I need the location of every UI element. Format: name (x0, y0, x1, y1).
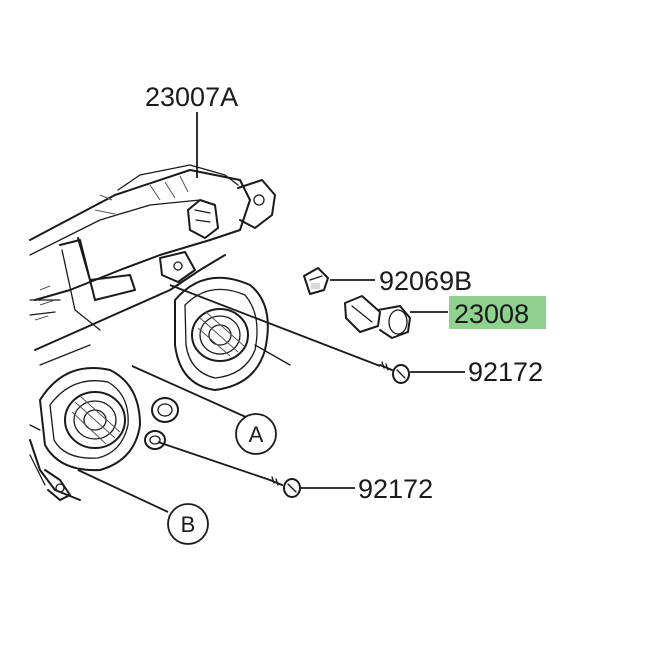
socket-part (303, 267, 329, 295)
ref-circle-b (167, 503, 209, 545)
ref-label-a: A (249, 422, 264, 447)
ref-label-b: B (181, 512, 196, 537)
highlight-box (449, 296, 546, 329)
upper-reflector (174, 276, 291, 391)
label-bulb: 23008 (454, 299, 529, 329)
label-socket: 92069B (379, 266, 472, 296)
label-housing: 23007A (145, 82, 238, 112)
label-screw-lower: 92172 (358, 474, 433, 504)
reference-markers: A B (167, 413, 277, 545)
screw-lower-part (269, 476, 301, 498)
headlight-housing (29, 164, 276, 501)
bulb-part (344, 295, 411, 339)
ref-circle-a (235, 413, 277, 455)
callout-labels: 23007A 92069B 23008 92172 92172 (145, 82, 546, 504)
screw-upper-part (379, 361, 410, 384)
leader-lines (77, 112, 465, 513)
lower-reflector (29, 367, 179, 501)
label-screw-upper: 92172 (468, 357, 543, 387)
